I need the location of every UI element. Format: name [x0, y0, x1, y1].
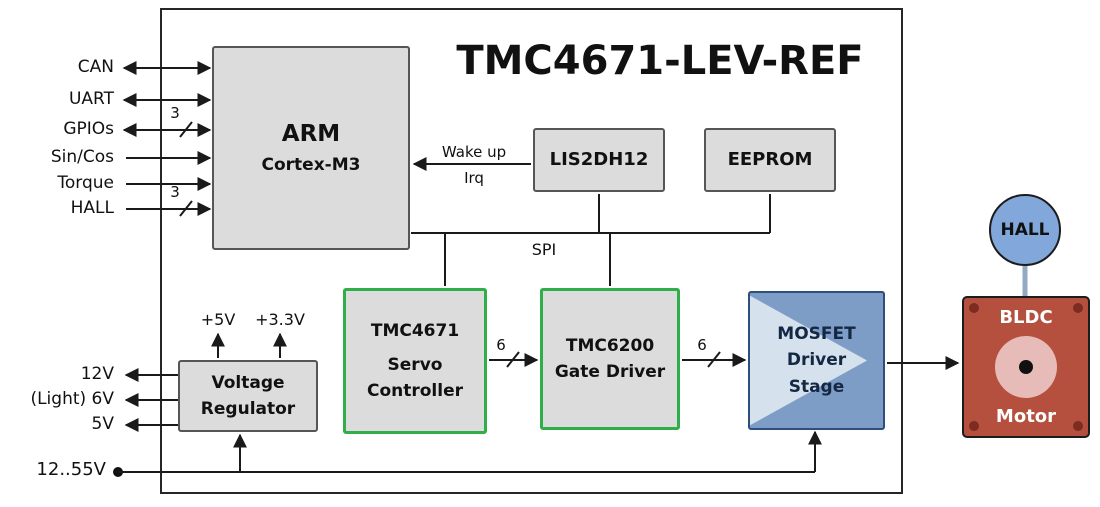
voltage-regulator-label-2: Regulator [200, 399, 296, 419]
spi-label: SPI [531, 240, 557, 259]
voltage-regulator-label-1: Voltage [211, 372, 285, 393]
arm-label: ARM [281, 121, 341, 147]
tmc4671-label: TMC4671 [370, 320, 460, 341]
screw-dot [1073, 421, 1083, 431]
mosfet-label-2: Driver [786, 350, 847, 371]
lis2dh12-label: LIS2DH12 [549, 149, 649, 171]
arm-block: ARM Cortex-M3 [212, 46, 410, 250]
port-label-torque: Torque [57, 173, 114, 193]
bldc-motor-block: BLDC Motor [962, 296, 1090, 438]
tmc4671-sublabel-2: Controller [366, 381, 463, 402]
tmc6200-sublabel: Gate Driver [554, 362, 666, 382]
port-label-gpios: GPIOs [63, 119, 114, 139]
gpios-bus-width-label: 3 [170, 104, 180, 122]
tmc4671-bus-width-label: 6 [496, 336, 506, 354]
diagram-title: TMC4671-LEV-REF [456, 38, 864, 84]
motor-rotor-icon [995, 336, 1057, 398]
port-label-sincos: Sin/Cos [50, 147, 114, 167]
rail-label-3v3: +3.3V [255, 310, 305, 329]
eeprom-label: EEPROM [727, 149, 813, 171]
port-label-can: CAN [77, 57, 114, 77]
bldc-label: BLDC [999, 307, 1053, 328]
hall-sensor-block: HALL [989, 194, 1061, 266]
supply-label: 12..55V [36, 459, 106, 480]
motor-label: Motor [995, 405, 1057, 427]
power-label-6v: (Light) 6V [30, 389, 114, 409]
irq-label: Irq [464, 169, 484, 187]
tmc4671-block: TMC4671 Servo Controller [343, 288, 487, 434]
bus6-slash-a [506, 351, 520, 368]
tmc6200-bus-width-label: 6 [697, 336, 707, 354]
voltage-regulator-block: Voltage Regulator [178, 360, 318, 432]
tmc6200-block: TMC6200 Gate Driver [540, 288, 680, 430]
mosfet-label-3: Stage [788, 376, 845, 397]
port-label-hall: HALL [70, 198, 114, 218]
gpios-bus-slash [179, 121, 193, 138]
wakeup-label: Wake up [441, 143, 507, 161]
screw-dot [1073, 303, 1083, 313]
tmc6200-label: TMC6200 [565, 335, 655, 356]
screw-dot [969, 421, 979, 431]
power-label-12v: 12V [80, 364, 114, 384]
mosfet-label-1: MOSFET [777, 324, 856, 345]
eeprom-block: EEPROM [704, 128, 836, 192]
board-outline [160, 8, 903, 494]
screw-dot [969, 303, 979, 313]
bus6-slash-b [707, 351, 721, 368]
rail-label-5v: +5V [200, 310, 236, 329]
hall-bus-width-label: 3 [170, 183, 180, 201]
arm-sublabel: Cortex-M3 [261, 154, 361, 175]
power-label-5v: 5V [91, 414, 114, 434]
hall-bus-slash [179, 200, 193, 217]
tmc4671-sublabel-1: Servo [387, 354, 443, 375]
motor-shaft-icon [1019, 360, 1033, 374]
hall-sensor-label: HALL [1000, 219, 1050, 240]
port-label-uart: UART [68, 89, 114, 109]
mosfet-block: MOSFET Driver Stage [748, 291, 885, 430]
lis2dh12-block: LIS2DH12 [533, 128, 665, 192]
